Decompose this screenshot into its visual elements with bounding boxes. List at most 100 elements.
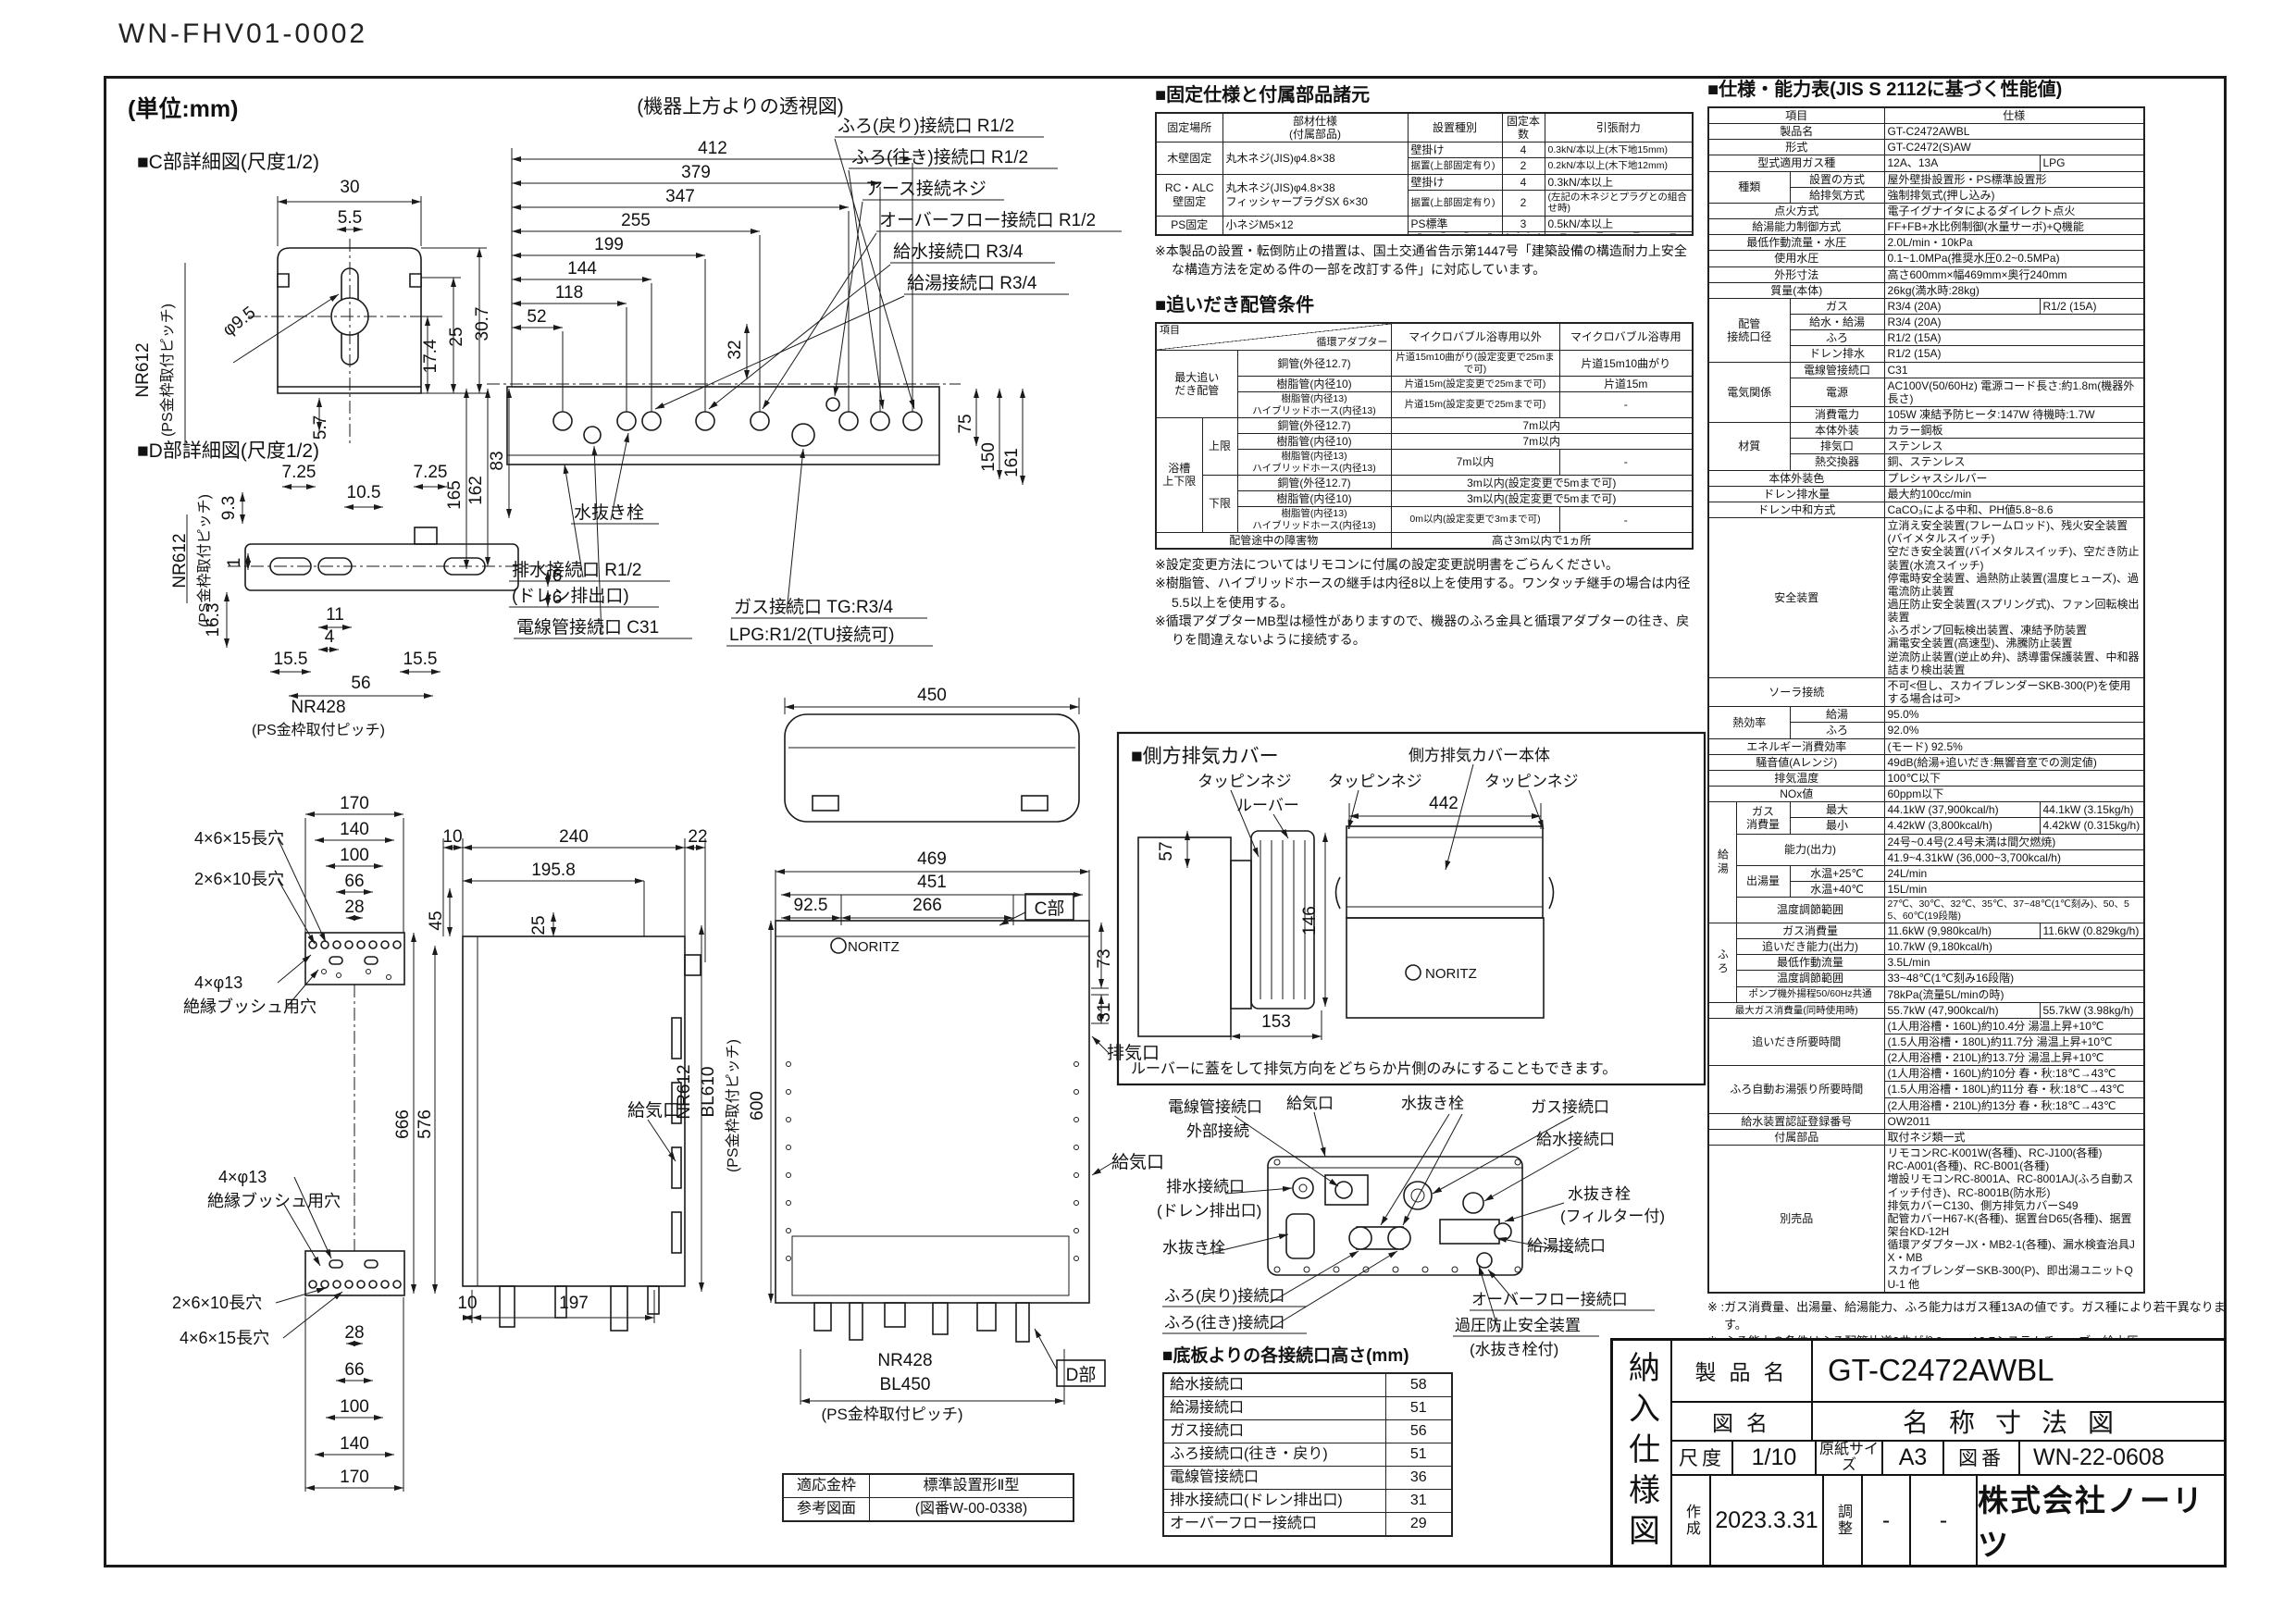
table-row: 付属部品取付ネジ類一式 <box>1707 1128 2145 1146</box>
table-cell: 29 <box>1384 1512 1453 1537</box>
table-cell: 使用水圧 <box>1707 250 1885 267</box>
table-cell: 44.1kW (3.15kg/h) <box>2039 801 2145 819</box>
table-cell: 4.42kW (3,800kcal/h) <box>1883 817 2041 835</box>
table-cell: 4.42kW (0.315kg/h) <box>2039 817 2145 835</box>
table-cell: R1/2 (15A) <box>1883 329 2145 347</box>
table-cell: 木壁固定 <box>1155 142 1223 175</box>
table-cell: 31 <box>1384 1489 1453 1513</box>
table-cell: マイクロバブル浴専用 <box>1558 322 1694 352</box>
table-cell: 熱交換器 <box>1789 453 1885 471</box>
drawing-frame <box>104 76 2227 1567</box>
table-cell: (1.5人用浴槽・180L)約11分 春・秋:18℃→43℃ <box>1883 1081 2145 1098</box>
table-cell: ふろ <box>1789 329 1885 347</box>
table-cell: 片道15m10曲がり(設定変更で25mまで可) <box>1390 350 1560 377</box>
table-cell: ふろ <box>1707 922 1737 1003</box>
table-cell: ふろ接続口(往き・戻り) <box>1162 1443 1386 1467</box>
table-cell: ガス消費量 <box>1735 801 1791 835</box>
table-row: エネルギー消費効率(モード) 92.5% <box>1707 737 2145 755</box>
table-row: 項目仕様 <box>1707 106 2145 125</box>
table-cell: LPG <box>2039 155 2145 172</box>
table-cell: 0.2kN/本以上(木下地12mm) <box>1544 157 1694 175</box>
table-cell: 片道15m <box>1558 375 1694 393</box>
table-cell: オーバーフロー接続口 <box>1162 1512 1386 1537</box>
created-label: 作成 <box>1672 1476 1711 1565</box>
table-cell: 2.0L/min・10kPa <box>1883 234 2145 252</box>
table-cell: 樹脂管(内径10) <box>1236 490 1392 508</box>
table-cell: 電線管接続口 <box>1789 361 1885 378</box>
table-cell: 11.6kW (0.829kg/h) <box>2039 922 2145 940</box>
table-cell: FF+FB+水比例制御(水量サーボ)+Q機能 <box>1883 218 2145 236</box>
table-cell: 最低作動流量 <box>1735 954 1885 972</box>
table-cell: 上限 <box>1201 416 1238 476</box>
table-cell: 別売品 <box>1707 1145 1885 1294</box>
table-cell: 樹脂管(内径10) <box>1236 433 1392 451</box>
table-cell: 樹脂管(内径13)ハイブリッドホース(内径13) <box>1236 449 1392 476</box>
table-cell: 能力(出力) <box>1735 833 1885 866</box>
table-cell: 騒音値(Aレンジ) <box>1707 753 1885 771</box>
table-cell: 外形寸法 <box>1707 266 1885 283</box>
note-line: ※設定変更方法についてはリモコンに付属の設定変更説明書をごらんください。 <box>1155 557 1620 573</box>
table-row: 配管途中の障害物高さ3m以内で1ヵ所 <box>1155 532 1694 550</box>
table-cell: 浴槽上下限 <box>1155 416 1203 534</box>
table-cell: 適応金枠 <box>782 1473 870 1498</box>
title-block-category: 納入仕様図 <box>1613 1341 1672 1565</box>
table-cell: 温度調節範囲 <box>1735 970 1885 987</box>
table-cell: NOx値 <box>1707 786 1885 803</box>
table-cell: 水温+25℃ <box>1789 864 1885 882</box>
table-cell: 4 <box>1501 173 1545 191</box>
table-cell: 不可<但し、スカイブレンダーSKB-300(P)を使用する場合は可> <box>1883 676 2145 708</box>
table-cell: 設置種別 <box>1407 112 1503 143</box>
table-row: ふろ自動お湯張り所要時間(1人用浴槽・160L)約10分 春・秋:18℃→43℃ <box>1707 1065 2145 1114</box>
table-cell: 給湯接続口 <box>1162 1396 1386 1420</box>
table-cell: 電線管接続口 <box>1162 1466 1386 1490</box>
table-row: ふろ接続口(往き・戻り)51 <box>1162 1443 1453 1467</box>
table-cell: 給水接続口 <box>1162 1372 1386 1397</box>
table-cell: 引張耐力 <box>1544 112 1694 143</box>
spec-table-title: ■仕様・能力表(JIS S 2112に基づく性能値) <box>1707 80 2063 100</box>
table-cell: 最大ガス消費量(同時使用時) <box>1707 1001 1885 1019</box>
table-row: 追いだき所要時間(1人用浴槽・160L)約10.4分 湯温上昇+10℃ <box>1707 1017 2145 1067</box>
table-cell: (1人用浴槽・160L)約10分 春・秋:18℃→43℃ <box>1883 1065 2145 1083</box>
table-row: 樹脂管(内径10)7m以内 <box>1156 433 1694 451</box>
table-row: (2人用浴槽・210L)約13分 春・秋:18℃→43℃ <box>1708 1096 2145 1114</box>
table-row <box>1156 230 1694 236</box>
table-cell: 92.0% <box>1883 722 2145 739</box>
table-cell: - <box>1558 506 1694 533</box>
table-cell: 24L/min <box>1883 864 2145 882</box>
table-row: (1.5人用浴槽・180L)約11分 春・秋:18℃→43℃ <box>1708 1081 2145 1098</box>
note-line: ※本製品の設置・転倒防止の措置は、国土交通省告示第1447号「建築設備の構造耐力… <box>1155 242 1687 277</box>
table-row: 熱交換器銅、ステンレス <box>1708 453 2145 471</box>
unit-note: (単位:mm) <box>128 96 239 122</box>
table-cell: 安全装置 <box>1707 517 1885 678</box>
table-cell: 給湯 <box>1789 706 1885 724</box>
table-cell: 熱効率 <box>1707 706 1791 739</box>
table-cell: R1/2 (15A) <box>2039 297 2145 316</box>
table-cell: 排水接続口(ドレン排出口) <box>1162 1489 1386 1513</box>
table-cell: 33~48℃(1℃刻み16段階) <box>1883 970 2145 987</box>
table-cell: 本体外装色 <box>1707 469 1885 487</box>
table-cell: (2人用浴槽・210L)約13分 春・秋:18℃→43℃ <box>1883 1096 2145 1114</box>
table-cell: 製品名 <box>1707 123 1885 141</box>
table-row: 能力(出力)24号~0.4号(2.4号未満は間欠燃焼) <box>1708 833 2145 866</box>
table-cell: 55.7kW (3.98kg/h) <box>2039 1001 2145 1019</box>
table-cell: 電子イグナイタによるダイレクト点火 <box>1883 202 2145 220</box>
table-cell: 型式適用ガス種 <box>1707 155 1885 172</box>
table-cell: 追いだき能力(出力) <box>1735 938 1885 956</box>
table-cell: 44.1kW (37,900kcal/h) <box>1883 801 2041 819</box>
